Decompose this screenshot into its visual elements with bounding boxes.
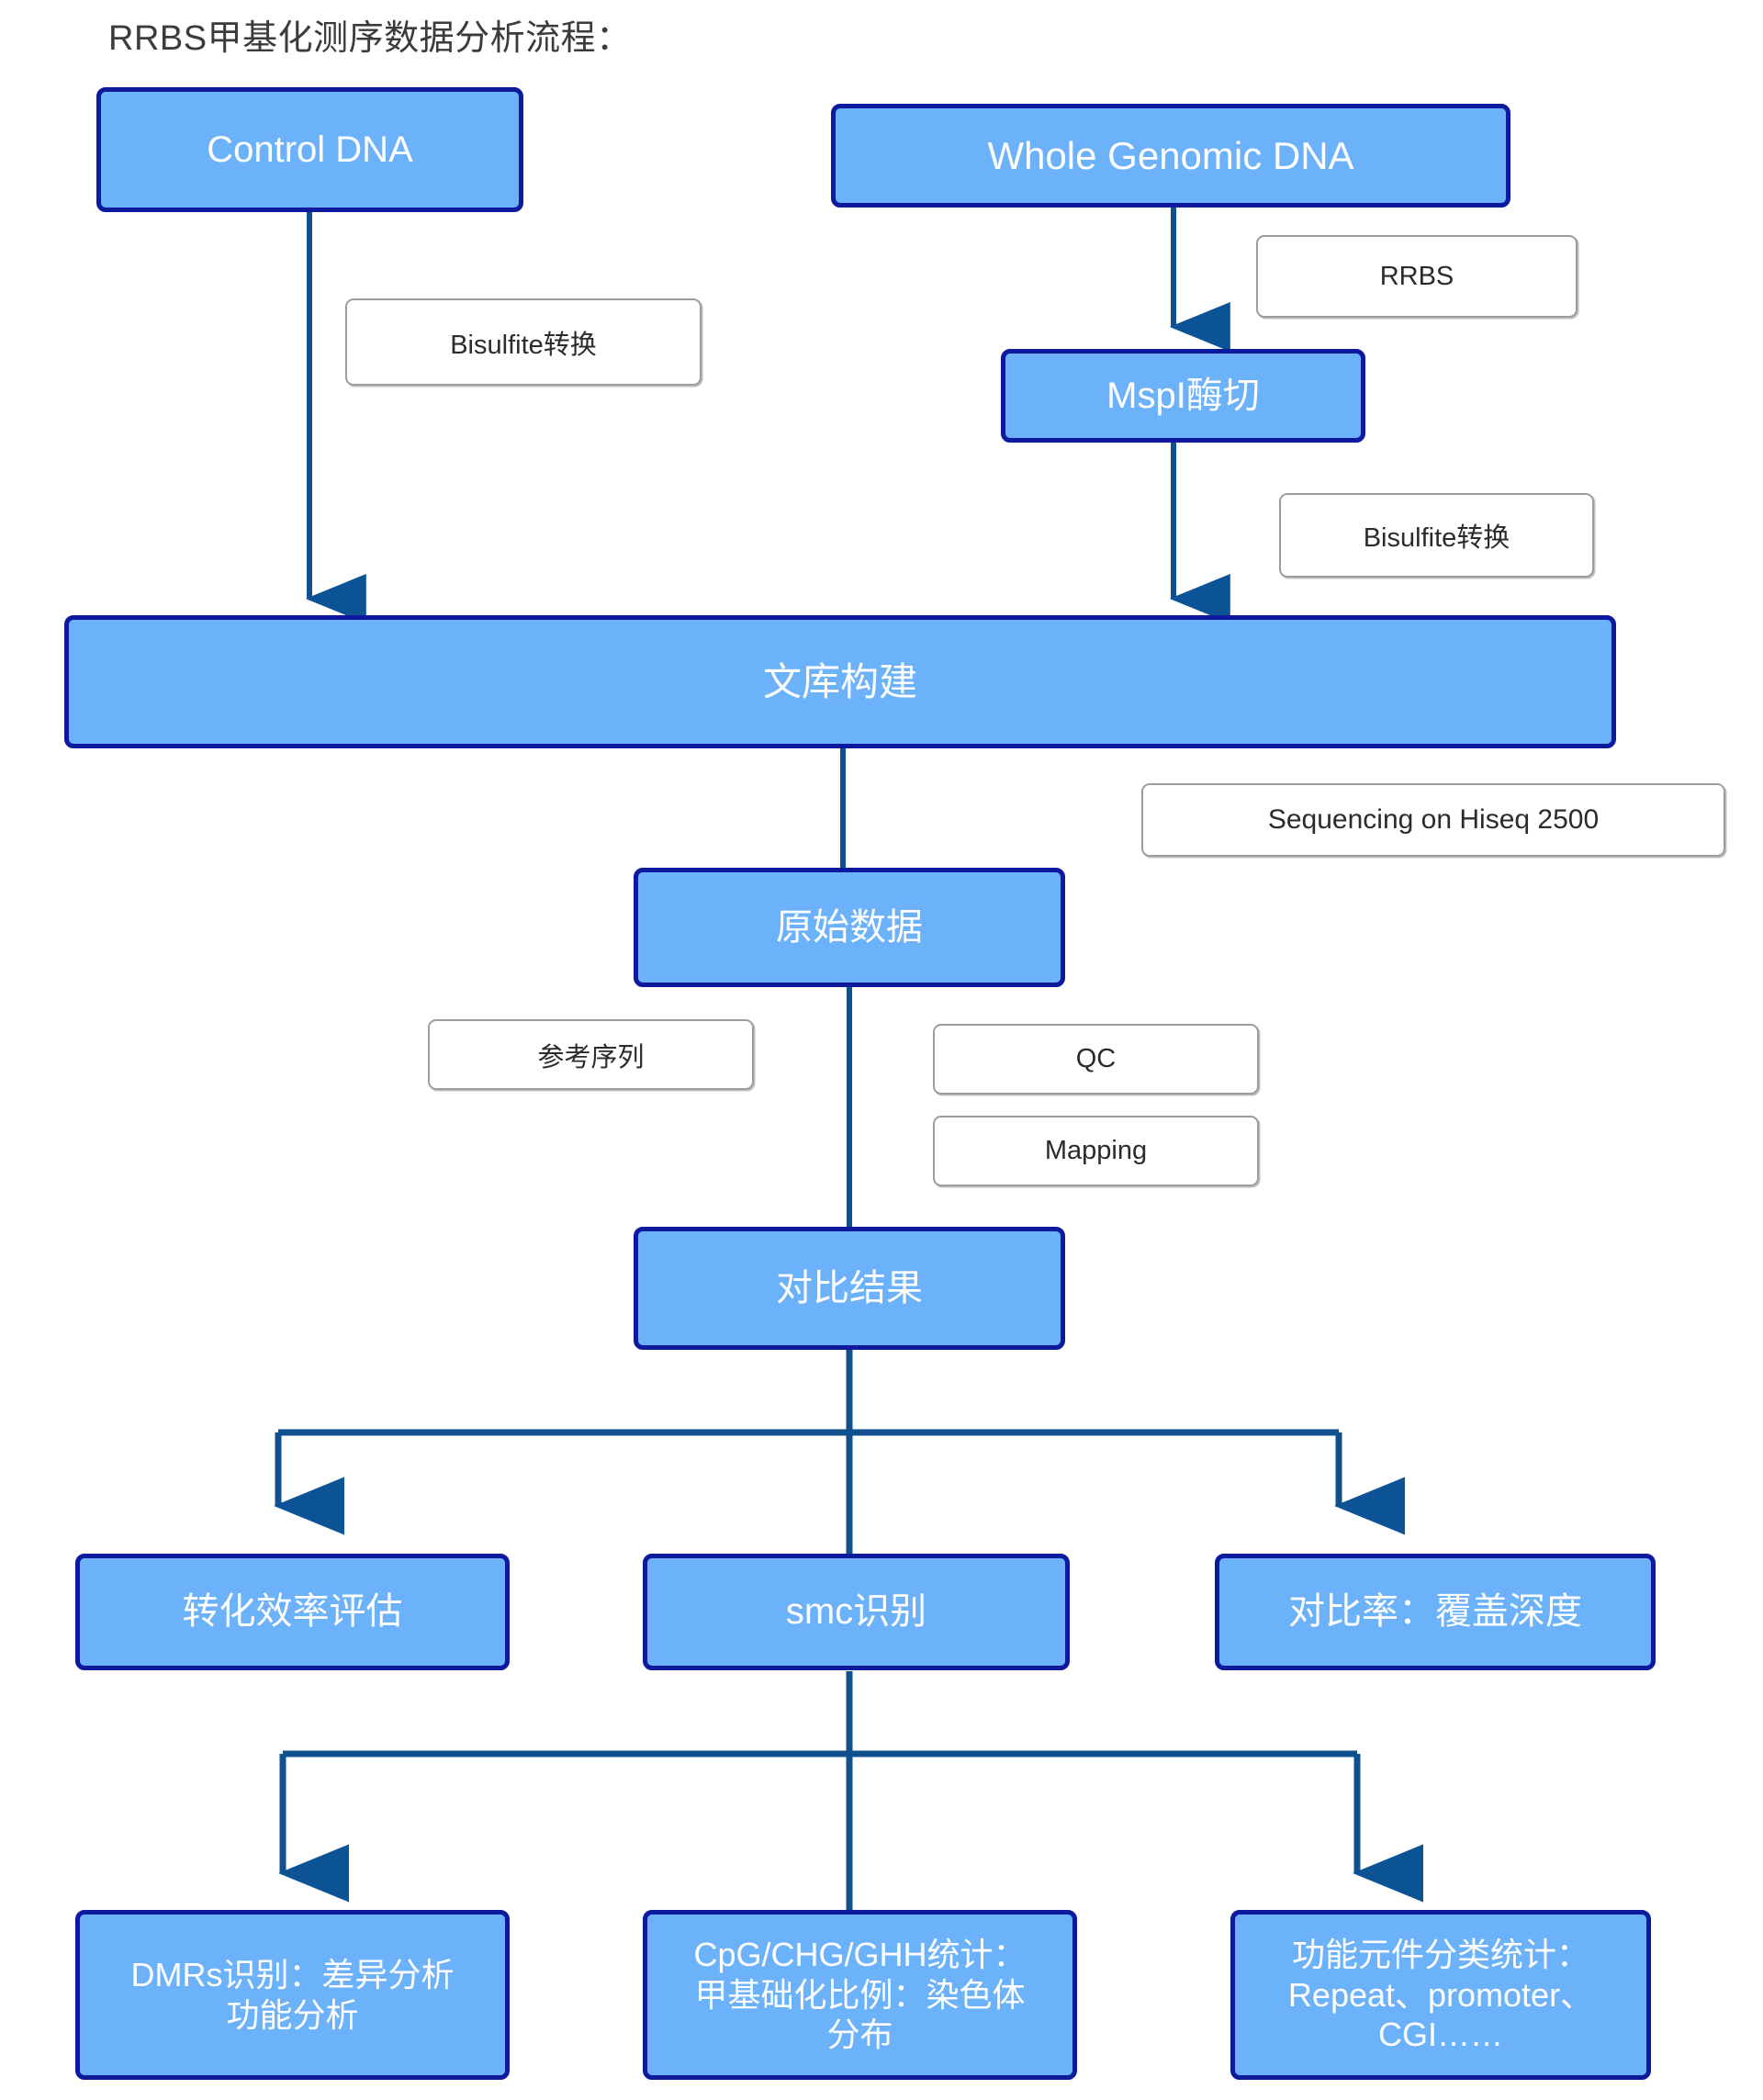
node-functional-elements-line2: Repeat、promoter、: [1287, 1975, 1594, 2014]
node-library-construction[interactable]: 文库构建: [64, 615, 1616, 748]
note-rrbs-label: RRBS: [1379, 261, 1454, 291]
node-cpg-statistics-line2: 甲基础化比例：染色体: [694, 1975, 1026, 2014]
node-functional-elements-line3: CGI……: [1377, 2016, 1503, 2054]
note-sequencing-label: Sequencing on Hiseq 2500: [1267, 804, 1600, 835]
node-dmrs[interactable]: DMRs识别：差异分析 功能分析: [75, 1910, 510, 2080]
node-smc-identification-label: smc识别: [785, 1591, 927, 1633]
node-raw-data[interactable]: 原始数据: [634, 868, 1065, 987]
node-mapping-rate-depth[interactable]: 对比率：覆盖深度: [1215, 1554, 1656, 1670]
node-mspi-digestion[interactable]: MspI酶切: [1001, 349, 1365, 443]
note-qc[interactable]: QC: [933, 1024, 1259, 1095]
note-bisulfite-left-label: Bisulfite转换: [450, 330, 597, 360]
node-cpg-statistics-line3: 分布: [826, 2016, 893, 2054]
node-control-dna-label: Control DNA: [207, 129, 413, 170]
node-control-dna[interactable]: Control DNA: [96, 87, 523, 212]
node-mapping-rate-depth-label: 对比率：覆盖深度: [1288, 1591, 1582, 1633]
node-dmrs-line1: DMRs识别：差异分析: [130, 1955, 455, 1993]
page-title: RRBS甲基化测序数据分析流程：: [108, 19, 632, 58]
node-mspi-digestion-label: MspI酶切: [1106, 375, 1260, 416]
node-raw-data-label: 原始数据: [776, 906, 923, 948]
node-whole-genomic-dna-label: Whole Genomic DNA: [987, 133, 1354, 177]
note-bisulfite-left[interactable]: Bisulfite转换: [345, 298, 702, 386]
node-smc-identification[interactable]: smc识别: [643, 1554, 1070, 1670]
node-whole-genomic-dna[interactable]: Whole Genomic DNA: [831, 104, 1510, 208]
node-functional-elements[interactable]: 功能元件分类统计： Repeat、promoter、 CGI……: [1230, 1910, 1651, 2080]
node-cpg-statistics-line1: CpG/CHG/GHH统计：: [693, 1935, 1027, 1973]
note-mapping[interactable]: Mapping: [933, 1116, 1259, 1186]
node-cpg-statistics[interactable]: CpG/CHG/GHH统计： 甲基础化比例：染色体 分布: [643, 1910, 1077, 2080]
note-reference-sequence-label: 参考序列: [537, 1042, 645, 1072]
node-mapping-result-label: 对比结果: [776, 1267, 923, 1308]
node-conversion-efficiency[interactable]: 转化效率评估: [75, 1554, 510, 1670]
node-library-construction-label: 文库构建: [762, 659, 917, 703]
node-mapping-result[interactable]: 对比结果: [634, 1227, 1065, 1350]
note-qc-label: QC: [1075, 1044, 1117, 1073]
note-reference-sequence[interactable]: 参考序列: [428, 1019, 754, 1090]
node-dmrs-line2: 功能分析: [226, 1995, 359, 2034]
note-sequencing[interactable]: Sequencing on Hiseq 2500: [1141, 783, 1725, 857]
note-bisulfite-right-label: Bisulfite转换: [1363, 523, 1510, 553]
node-conversion-efficiency-label: 转化效率评估: [182, 1591, 403, 1633]
node-functional-elements-line1: 功能元件分类统计：: [1291, 1935, 1589, 1973]
note-rrbs[interactable]: RRBS: [1256, 235, 1578, 318]
note-bisulfite-right[interactable]: Bisulfite转换: [1279, 493, 1594, 578]
note-mapping-label: Mapping: [1044, 1136, 1148, 1165]
